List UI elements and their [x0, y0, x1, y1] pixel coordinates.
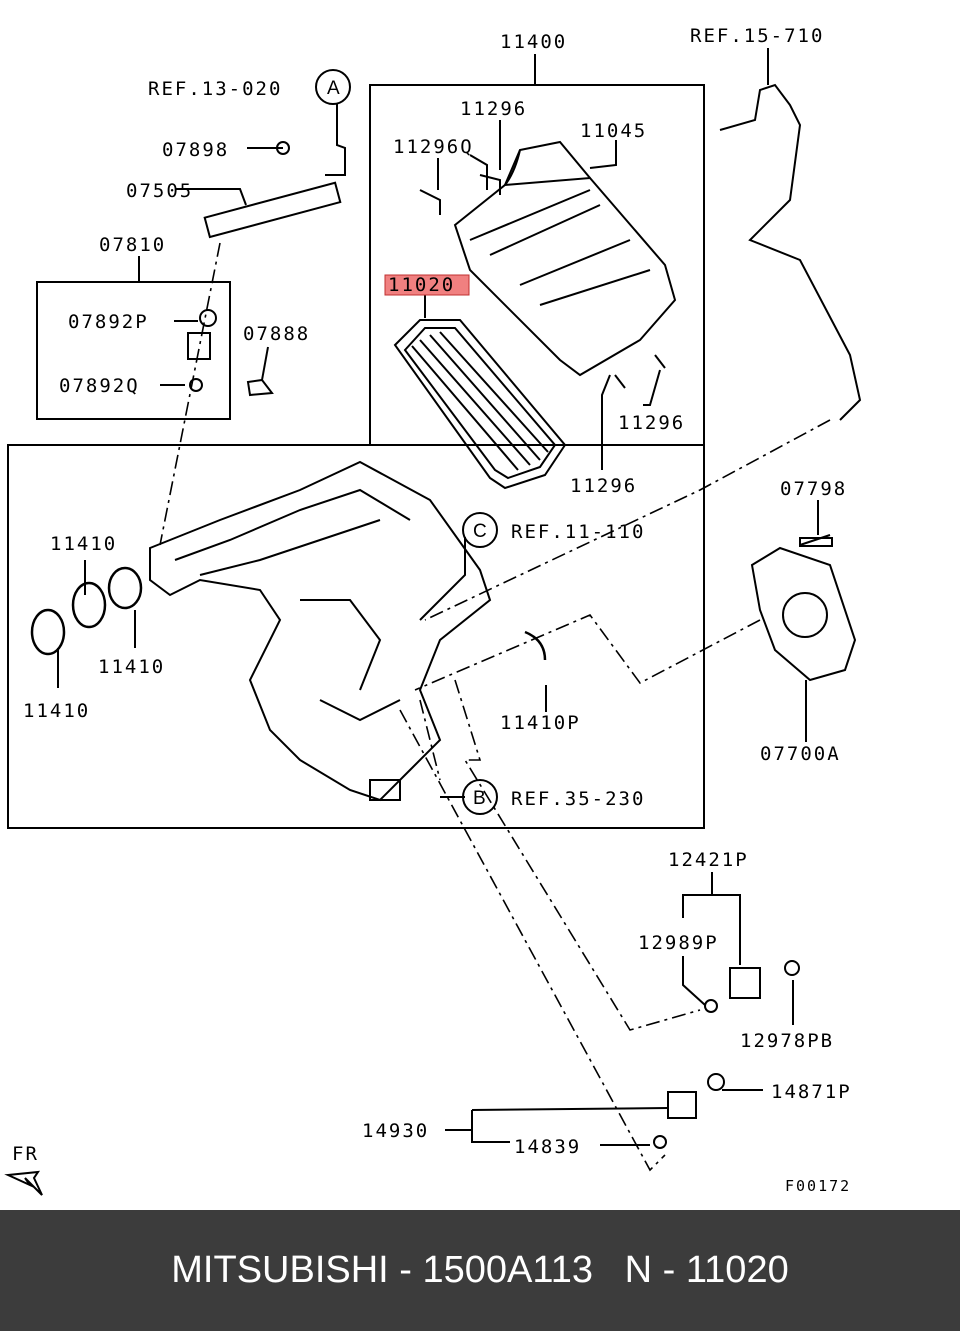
throttle-body-icon[interactable]: [750, 534, 857, 682]
label-07888[interactable]: 07888: [243, 323, 310, 345]
label-11045[interactable]: 11045: [580, 120, 647, 142]
label-14930[interactable]: 14930: [362, 1120, 429, 1142]
label-07898[interactable]: 07898: [162, 139, 229, 161]
label-11410p[interactable]: 11410P: [500, 712, 581, 734]
label-07505[interactable]: 07505: [126, 180, 193, 202]
circle-c-label: C: [473, 521, 487, 542]
label-11296-right[interactable]: 11296: [618, 412, 685, 434]
sensor-group-box: [36, 281, 231, 420]
label-11410-a[interactable]: 11410: [50, 533, 117, 555]
label-fr: FR: [12, 1143, 39, 1165]
footer-text: MITSUBISHI - 1500A113 N - 11020: [171, 1249, 789, 1291]
intake-manifold-icon: [149, 460, 492, 802]
label-ref-15-710[interactable]: REF.15-710: [690, 25, 824, 47]
label-11296q[interactable]: 11296Q: [393, 136, 474, 158]
small-parts-icon[interactable]: [187, 141, 833, 1149]
label-14871p[interactable]: 14871P: [771, 1081, 852, 1103]
front-arrow-icon: [4, 1170, 43, 1196]
intake-manifold-group-box: [7, 444, 705, 829]
gaskets-icon[interactable]: [30, 566, 547, 661]
labels: 11400 REF.15-710 REF.13-020 A 11296 1129…: [12, 25, 852, 1195]
highlight-box: [384, 274, 470, 296]
label-12421p[interactable]: 12421P: [668, 849, 749, 871]
hose-icon: [719, 83, 862, 421]
label-07798[interactable]: 07798: [780, 478, 847, 500]
label-ref-13-020[interactable]: REF.13-020: [148, 78, 282, 100]
label-07892p[interactable]: 07892P: [68, 311, 149, 333]
label-11400[interactable]: 11400: [500, 31, 567, 53]
circle-b-label: B: [473, 788, 486, 809]
label-07892q[interactable]: 07892Q: [59, 375, 140, 397]
footer-banner: MITSUBISHI - 1500A113 N - 11020: [0, 1210, 960, 1331]
label-07700a[interactable]: 07700A: [760, 743, 841, 765]
circle-a-label: A: [327, 78, 340, 99]
air-cleaner-group-box: [369, 84, 705, 446]
figure-number: F00172: [785, 1177, 851, 1195]
label-ref-11-110[interactable]: REF.11-110: [511, 521, 645, 543]
label-14839[interactable]: 14839: [514, 1136, 581, 1158]
label-12978pb[interactable]: 12978PB: [740, 1030, 834, 1052]
label-11020[interactable]: 11020: [388, 274, 455, 296]
air-filter-icon[interactable]: [393, 319, 567, 490]
air-cleaner-case-icon: [453, 140, 677, 377]
label-07810[interactable]: 07810: [99, 234, 166, 256]
parts-diagram: 11400 REF.15-710 REF.13-020 A 11296 1129…: [4, 25, 862, 1196]
label-12989p[interactable]: 12989P: [638, 932, 719, 954]
label-11410-b[interactable]: 11410: [98, 656, 165, 678]
label-ref-35-230[interactable]: REF.35-230: [511, 788, 645, 810]
label-11410-c[interactable]: 11410: [23, 700, 90, 722]
label-11296-bottom[interactable]: 11296: [570, 475, 637, 497]
label-11296-top[interactable]: 11296: [460, 98, 527, 120]
